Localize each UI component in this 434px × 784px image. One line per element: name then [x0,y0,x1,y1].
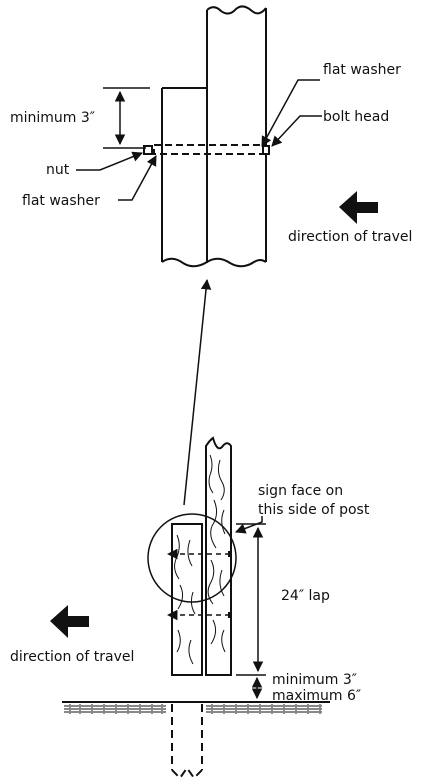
label-direction-bottom: direction of travel [10,649,134,665]
leader-flat-washer-top [261,79,320,147]
detail-view [161,5,267,268]
callout-line [183,278,212,506]
detail-circle [147,513,237,603]
bolt-shank [153,144,267,155]
label-maximum-6: maximum 6″ [272,688,361,704]
ground-hatch [64,704,322,714]
buried-post [171,704,203,780]
label-bolt-head: bolt head [323,109,389,125]
upper-post [206,5,267,263]
sign-post-upper [205,436,232,676]
post-break-line [161,257,267,268]
label-minimum-3-top: minimum 3″ [10,110,95,126]
lower-post [161,87,207,262]
leader-nut [76,151,143,171]
label-sign-face-line1: sign face on [258,483,343,499]
label-lap: 24″ lap [281,588,330,604]
bolt-head-shape [262,145,270,155]
label-flat-washer-top: flat washer [323,62,401,78]
label-direction-top: direction of travel [288,229,412,245]
bolt-head-upper [228,551,232,557]
nut-shape [143,145,153,155]
leader-sign-face [235,516,263,534]
label-flat-washer-bottom: flat washer [22,193,100,209]
leader-bolt-head [271,115,322,147]
leader-flat-washer-bottom [118,155,157,201]
direction-arrow-bottom-icon [50,605,89,638]
dimension-lap [236,523,266,676]
label-sign-face-line2: this side of post [258,502,370,518]
label-minimum-3-bottom: minimum 3″ [272,672,357,688]
label-nut: nut [46,162,70,178]
direction-arrow-top-icon [339,191,378,224]
dimension-minimum-3-top [103,87,150,149]
bolt-head-lower [228,612,232,618]
